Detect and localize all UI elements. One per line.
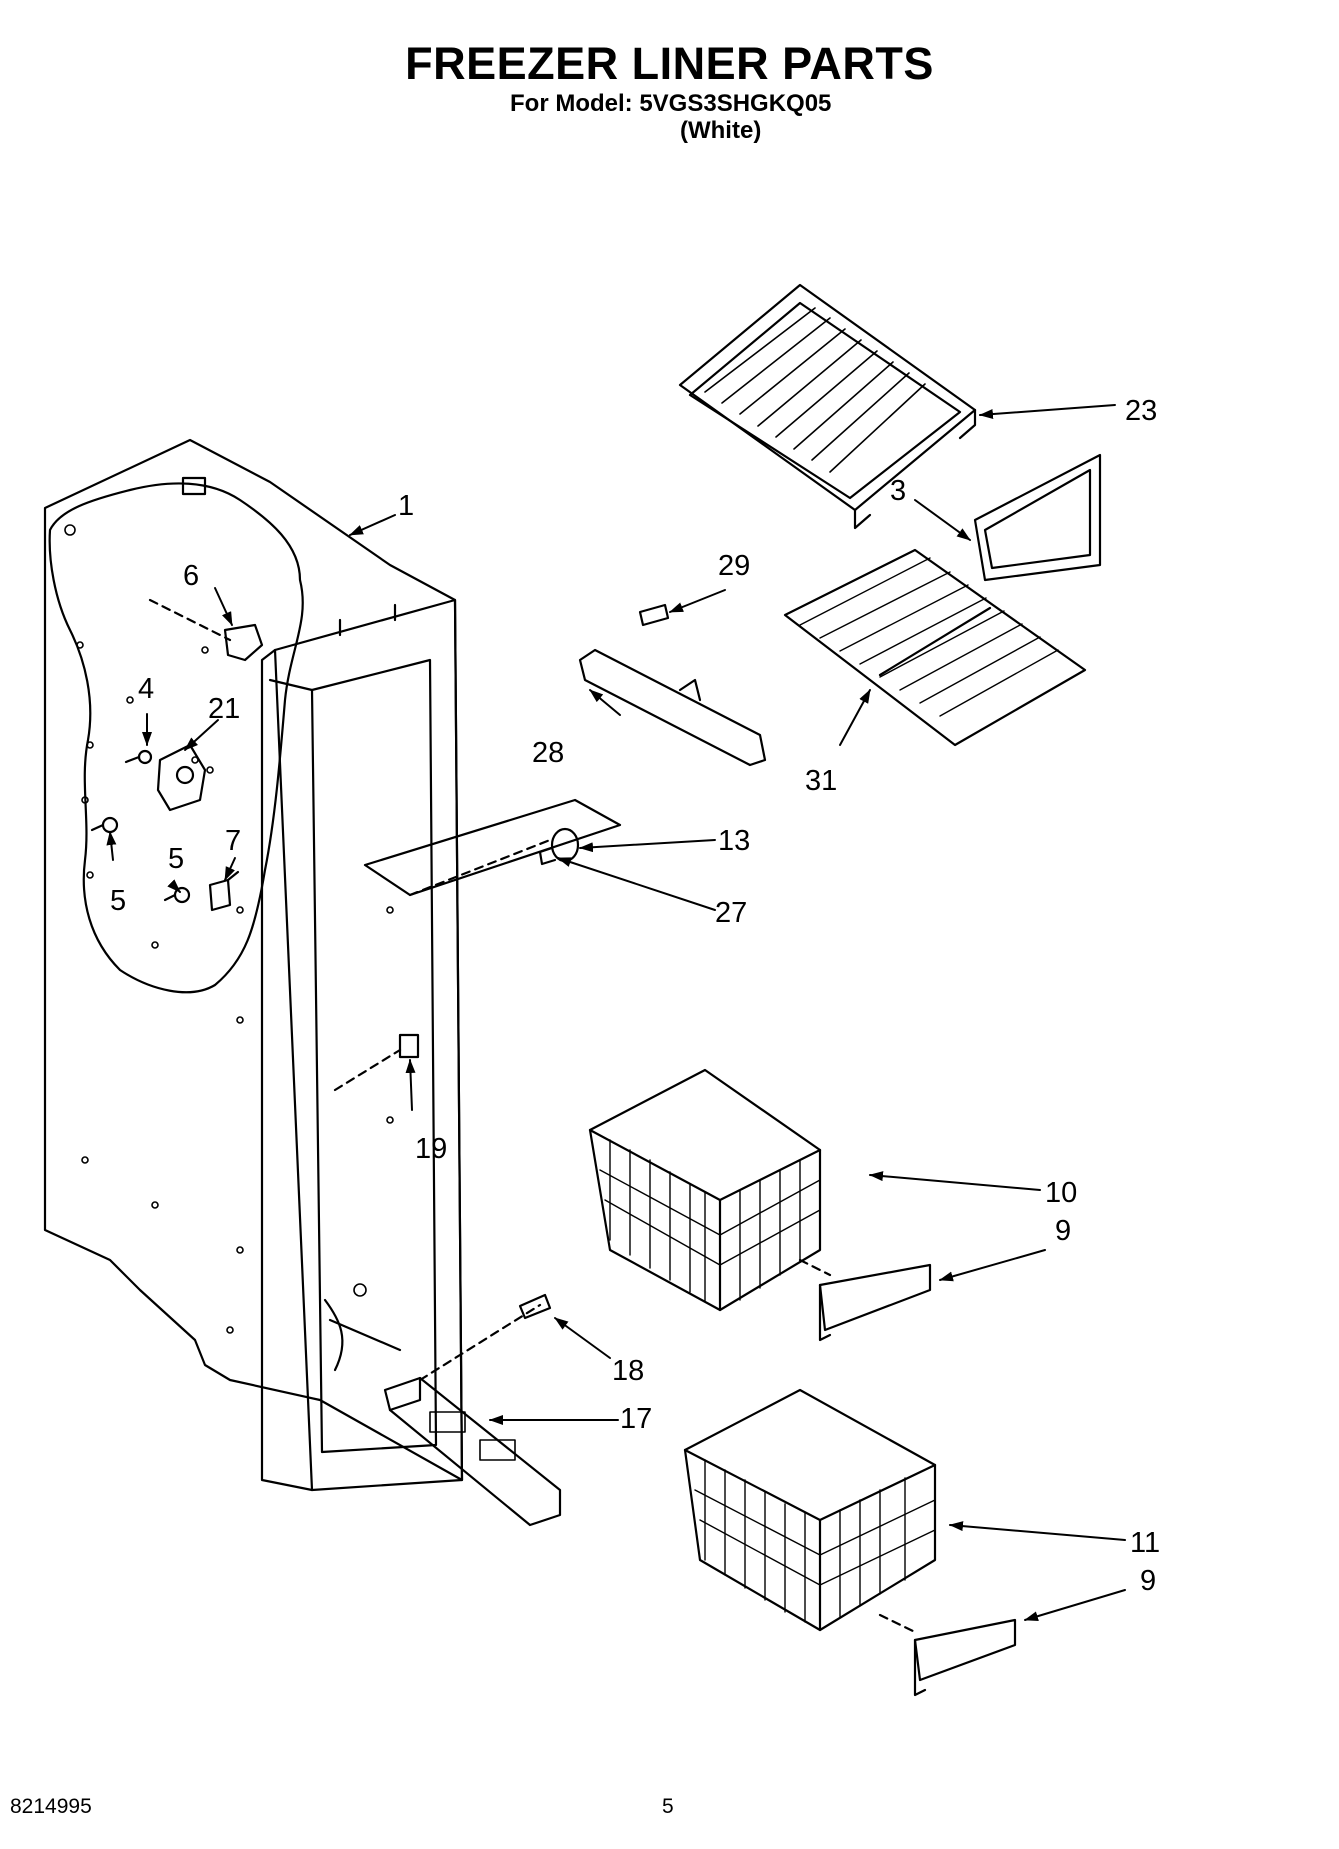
part-19-switch bbox=[333, 1033, 420, 1092]
part-4-screw bbox=[124, 749, 153, 765]
callout-5-upper: 5 bbox=[110, 885, 126, 917]
part-29-screw bbox=[638, 603, 670, 627]
part-7-clip bbox=[208, 870, 240, 912]
callout-27: 27 bbox=[715, 897, 747, 929]
callout-1: 1 bbox=[398, 490, 414, 522]
callout-18: 18 bbox=[612, 1355, 644, 1387]
callout-31: 31 bbox=[805, 765, 837, 797]
part-9-basket-trim-upper bbox=[798, 1258, 932, 1342]
model-line: For Model: 5VGS3SHGKQ05 bbox=[510, 90, 832, 117]
document-number: 8214995 bbox=[10, 1795, 92, 1818]
freezer-liner bbox=[43, 438, 464, 1492]
part-28-shelf-rail bbox=[578, 648, 767, 767]
callout-9-upper: 9 bbox=[1055, 1215, 1071, 1247]
part-5-screw-upper bbox=[90, 816, 119, 834]
callout-5-lower: 5 bbox=[168, 843, 184, 875]
callout-29: 29 bbox=[718, 550, 750, 582]
callout-11: 11 bbox=[1130, 1527, 1160, 1559]
part-18-screw bbox=[518, 1293, 552, 1320]
part-10-basket bbox=[588, 1068, 822, 1312]
callout-6: 6 bbox=[183, 560, 199, 592]
part-3-trim bbox=[973, 453, 1102, 582]
callout-17: 17 bbox=[620, 1403, 652, 1435]
page-title: FREEZER LINER PARTS bbox=[405, 38, 934, 89]
callout-9-lower: 9 bbox=[1140, 1565, 1156, 1597]
callout-13: 13 bbox=[718, 825, 750, 857]
part-31-wire-shelf bbox=[783, 548, 1087, 747]
part-17-grille bbox=[383, 1303, 562, 1527]
callout-10: 10 bbox=[1045, 1177, 1077, 1209]
part-11-basket bbox=[683, 1388, 937, 1632]
part-6-bracket bbox=[223, 623, 264, 662]
part-23-shelf bbox=[678, 283, 977, 530]
callout-21: 21 bbox=[208, 693, 240, 725]
part-21-hinge-block bbox=[156, 743, 207, 812]
callout-28: 28 bbox=[532, 737, 564, 769]
color-line: (White) bbox=[680, 117, 762, 144]
page-number: 5 bbox=[662, 1795, 674, 1818]
part-5-screw-lower bbox=[163, 886, 191, 904]
mounting-plate bbox=[363, 798, 622, 897]
callout-23: 23 bbox=[1125, 395, 1157, 427]
callout-7: 7 bbox=[225, 825, 241, 857]
part-9-basket-trim-lower bbox=[878, 1613, 1017, 1697]
leader-arrows bbox=[106, 404, 1126, 1622]
callout-numbers: 1 3 4 5 5 6 7 9 9 10 11 13 17 18 19 21 2… bbox=[110, 395, 1160, 1597]
callout-4: 4 bbox=[138, 673, 154, 705]
callout-19: 19 bbox=[415, 1133, 447, 1165]
callout-3: 3 bbox=[890, 475, 906, 507]
